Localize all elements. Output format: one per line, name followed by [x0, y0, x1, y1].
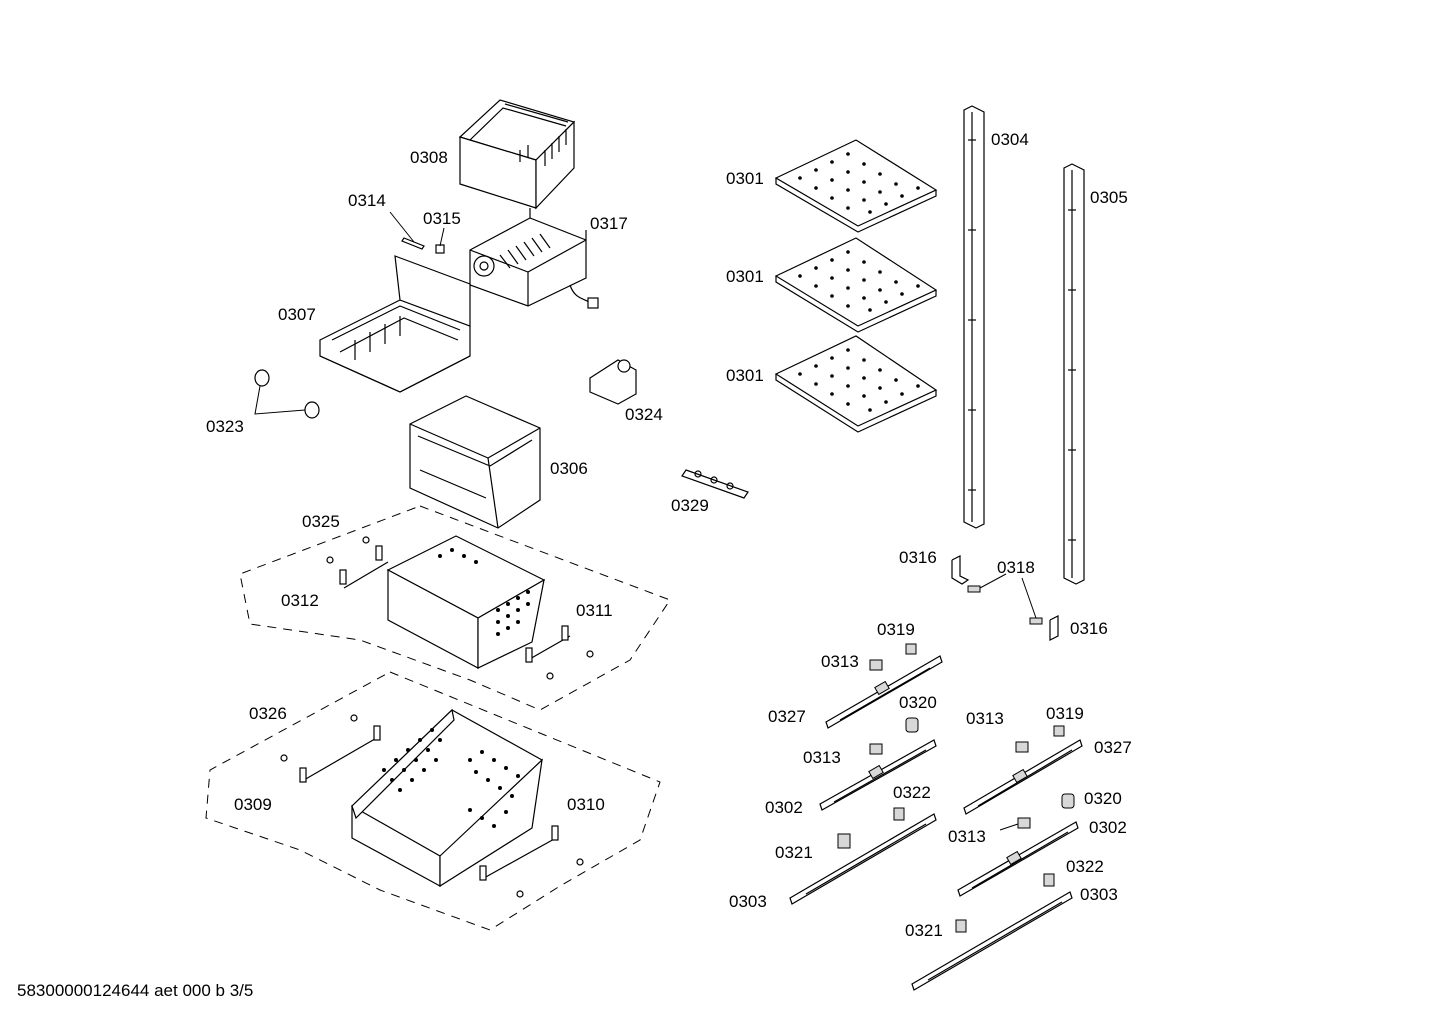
label-0313-left-upper: 0313 [821, 652, 859, 671]
part-0319-clip-b [1053, 725, 1065, 737]
part-0324-bracket [589, 359, 637, 405]
part-0320-clip-a [905, 717, 919, 733]
part-0313-clip-d [999, 817, 1031, 831]
part-0302-slide-right [957, 821, 1079, 897]
label-0319-right: 0319 [1046, 704, 1084, 723]
label-0322-left: 0322 [893, 783, 931, 802]
part-0317-ice-maker [469, 208, 599, 309]
label-0316-left: 0316 [899, 548, 937, 567]
part-0301-shelf-3 [774, 335, 938, 433]
label-0313-right-upper: 0313 [966, 709, 1004, 728]
label-0302-right: 0302 [1089, 818, 1127, 837]
part-0322-clip-b [1043, 873, 1055, 887]
label-0312: 0312 [281, 591, 319, 610]
part-0321-clip-a [837, 833, 851, 849]
label-0304: 0304 [991, 130, 1029, 149]
label-0313-right-lower: 0313 [948, 827, 986, 846]
document-footer-code: 58300000124644 aet 000 b 3/5 [17, 981, 254, 1000]
label-0329: 0329 [671, 496, 709, 515]
part-0302-slide-left [819, 739, 937, 811]
label-0321-left: 0321 [775, 843, 813, 862]
label-0311: 0311 [576, 601, 613, 620]
label-0320-left: 0320 [899, 693, 937, 712]
label-0316-right: 0316 [1070, 619, 1108, 638]
part-0303-slide-right [911, 891, 1073, 991]
part-0308-ice-bin [458, 99, 576, 210]
label-0305: 0305 [1090, 188, 1128, 207]
label-0325: 0325 [302, 512, 340, 531]
label-0326: 0326 [249, 704, 287, 723]
part-0313-clip-a [869, 659, 883, 671]
part-0306-ice-bucket [409, 395, 541, 529]
part-0322-clip-a [893, 807, 905, 821]
label-0310: 0310 [567, 795, 605, 814]
part-0318-pad [967, 573, 1043, 625]
part-0320-clip-b [1061, 793, 1075, 809]
label-0314: 0314 [348, 191, 386, 210]
label-0301-top: 0301 [726, 169, 764, 188]
part-0323-knobs [254, 369, 320, 419]
group-0325-outline [239, 505, 671, 711]
part-0309-rail [280, 714, 381, 783]
part-0316-clip-left [951, 555, 970, 585]
label-0315: 0315 [423, 209, 461, 228]
label-0319-left: 0319 [877, 620, 915, 639]
label-0307: 0307 [278, 305, 316, 324]
label-0324: 0324 [625, 405, 663, 424]
part-0310-rail [479, 825, 584, 898]
part-0312-rail [326, 536, 389, 589]
part-0303-slide-left [789, 813, 937, 905]
label-0323: 0323 [206, 417, 244, 436]
part-0305-vertical-rail [1063, 163, 1085, 585]
part-0307-frame [319, 255, 471, 393]
part-0327-slide-upper-right [963, 739, 1083, 815]
part-0329-bar [681, 469, 749, 499]
label-0327-right: 0327 [1094, 738, 1132, 757]
label-0318: 0318 [997, 558, 1035, 577]
label-0303-left: 0303 [729, 892, 767, 911]
label-0302-left: 0302 [765, 798, 803, 817]
part-0313-clip-b [869, 743, 883, 755]
label-0303-right: 0303 [1080, 885, 1118, 904]
label-0301-bottom: 0301 [726, 366, 764, 385]
part-0327-slide-upper-left [825, 655, 943, 729]
label-0317: 0317 [590, 214, 628, 233]
part-0304-vertical-rail [963, 105, 985, 529]
part-0301-shelf-2 [774, 237, 938, 333]
label-0321-right: 0321 [905, 921, 943, 940]
label-0309: 0309 [234, 795, 272, 814]
label-0306: 0306 [550, 459, 588, 478]
label-0308: 0308 [410, 148, 448, 167]
part-0315-clip [435, 227, 445, 254]
part-0313-clip-c [1015, 741, 1029, 753]
label-0322-right: 0322 [1066, 857, 1104, 876]
part-0321-clip-b [955, 919, 967, 933]
label-0327-left: 0327 [768, 707, 806, 726]
part-0301-shelf-1 [774, 139, 938, 233]
part-0319-clip-a [905, 643, 917, 655]
label-0320-right: 0320 [1084, 789, 1122, 808]
group-0326-outline [205, 671, 661, 931]
part-0311-rail [525, 625, 594, 680]
part-0325-basket [386, 535, 546, 669]
part-0326-basket [351, 708, 543, 888]
label-0301-middle: 0301 [726, 267, 764, 286]
part-0314-rod [389, 211, 425, 250]
label-0313-left-lower: 0313 [803, 748, 841, 767]
part-0316-clip-right [1049, 615, 1059, 641]
